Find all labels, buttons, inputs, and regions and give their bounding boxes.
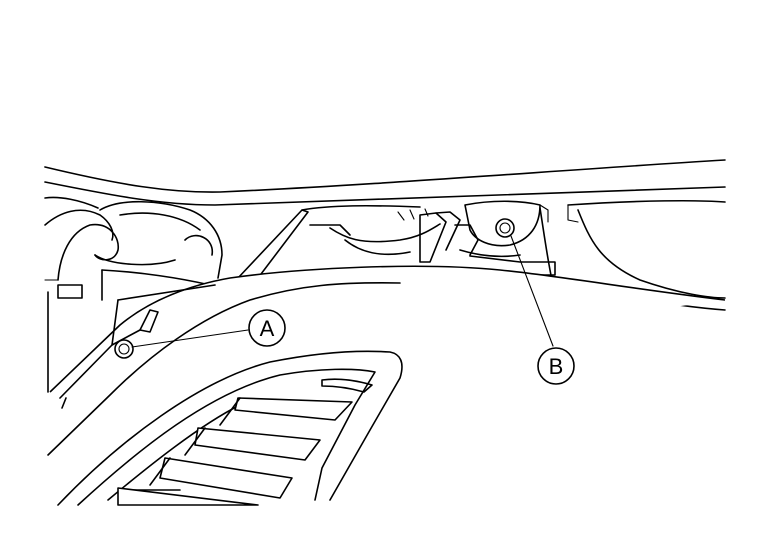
clip-tab xyxy=(139,309,159,333)
callout-a-label: A xyxy=(260,316,275,341)
lower-vent xyxy=(57,350,403,506)
callout-b: B xyxy=(537,347,575,385)
callout-b-label: B xyxy=(549,354,564,379)
bolt-a xyxy=(114,339,134,359)
leader-lines xyxy=(131,235,554,348)
dashboard-top-outline xyxy=(44,159,726,206)
center-dash-opening xyxy=(237,200,556,279)
dash-shell xyxy=(47,265,726,456)
bolt-b xyxy=(495,218,515,238)
callout-a: A xyxy=(248,309,286,347)
left-upper-assembly xyxy=(44,196,223,393)
